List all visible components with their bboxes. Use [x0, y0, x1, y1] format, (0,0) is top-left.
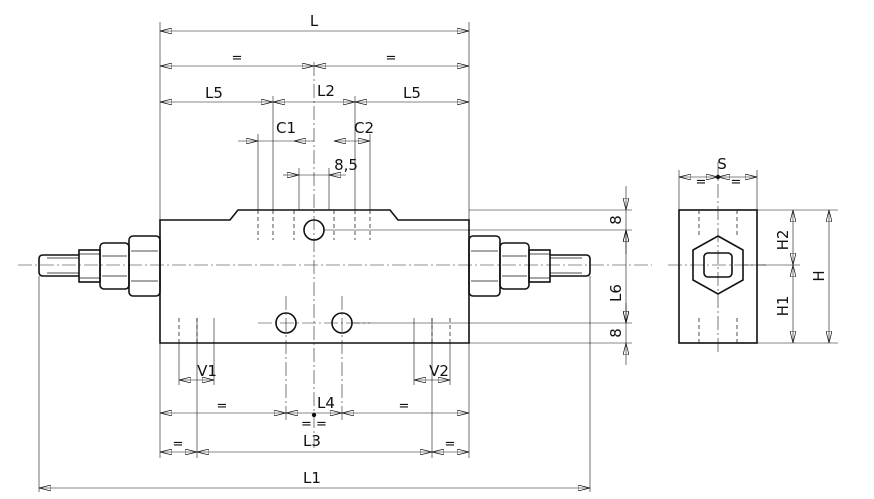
dim-L6: L6	[607, 284, 625, 302]
dim-L3: L3	[303, 432, 321, 450]
side-view	[668, 162, 838, 354]
dim-H: H	[810, 270, 828, 281]
hex-plug	[692, 235, 744, 295]
dim-L5-left: L5	[205, 84, 223, 102]
dim-S: S	[717, 155, 727, 173]
front-view	[18, 22, 652, 492]
dim-L4: L4	[317, 394, 335, 412]
right-fitting	[468, 235, 591, 297]
valve-body	[159, 209, 470, 344]
dimension-labels: L = = L5 L2 L5 C1 C2 8,5 V1 V2 = L4 = = …	[173, 12, 828, 487]
l4-center-point	[311, 412, 317, 418]
dim-eq-side-left: =	[696, 175, 707, 190]
dim-V1: V1	[197, 362, 217, 380]
dim-L5-right: L5	[403, 84, 421, 102]
dim-8-top: 8	[607, 215, 625, 225]
dim-eq-top-right: =	[386, 51, 397, 66]
left-fitting	[38, 235, 161, 297]
dim-C2: C2	[354, 119, 374, 137]
dim-eq-mid-right: =	[399, 399, 410, 414]
dim-C1: C1	[276, 119, 296, 137]
dim-8-bottom: 8	[607, 328, 625, 338]
dim-V2: V2	[429, 362, 449, 380]
dim-8-5: 8,5	[334, 156, 358, 174]
dim-L: L	[310, 12, 319, 30]
dim-eq-top-left: =	[232, 51, 243, 66]
dim-eq-bottom-left: =	[173, 437, 184, 452]
s-center-point	[715, 174, 721, 180]
dim-L2: L2	[317, 82, 335, 100]
dim-eq-bottom-right: =	[445, 437, 456, 452]
dim-eq-side-right: =	[731, 175, 742, 190]
dim-H2: H2	[774, 230, 792, 251]
dim-eq-mid-left: =	[217, 399, 228, 414]
dim-H1: H1	[774, 296, 792, 317]
dim-eq-center: = =	[301, 417, 327, 432]
dim-L1: L1	[303, 469, 321, 487]
